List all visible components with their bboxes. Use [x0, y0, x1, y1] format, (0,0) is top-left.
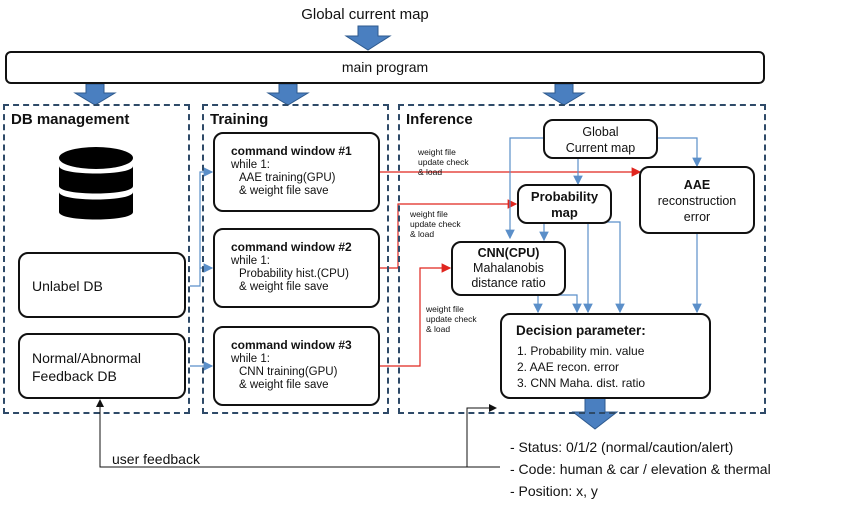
- cnn-label-1: CNN(CPU): [477, 246, 540, 260]
- global-current-map-box: Global Current map: [543, 119, 658, 159]
- training-title: Training: [210, 111, 269, 128]
- unlabel-db-label: Unlabel DB: [32, 278, 103, 294]
- global-label-1: Global: [582, 125, 619, 139]
- block-arrow-inference: [542, 83, 586, 106]
- weight-note-2: weight file update check & load: [410, 209, 461, 239]
- main-program-bar: main program: [5, 51, 765, 84]
- aae-label-1: AAE: [683, 178, 711, 192]
- cnn-box: CNN(CPU) Mahalanobis distance ratio: [451, 241, 566, 296]
- cw3-title: command window #3: [231, 338, 352, 352]
- decision-item-2: 2. AAE recon. error: [517, 360, 620, 374]
- decision-parameter-box: Decision parameter: 1. Probability min. …: [500, 313, 711, 399]
- database-icon: [59, 147, 133, 220]
- command-window-3: command window #3 while 1: CNN training(…: [213, 326, 380, 406]
- output-list: - Status: 0/1/2 (normal/caution/alert) -…: [510, 436, 771, 502]
- cw3-line3: & weight file save: [239, 379, 329, 391]
- training-panel: [202, 104, 389, 414]
- cw1-line2: AAE training(GPU): [239, 172, 336, 184]
- feedback-db-label-2: Feedback DB: [32, 368, 117, 384]
- decision-item-1: 1. Probability min. value: [517, 344, 645, 358]
- cw2-line2: Probability hist.(CPU): [239, 268, 349, 280]
- block-arrow-training: [266, 83, 310, 106]
- main-program-label: main program: [341, 59, 429, 75]
- prob-label-1: Probability: [530, 189, 599, 204]
- feedback-db-label-1: Normal/Abnormal: [32, 350, 141, 366]
- cw1-line3: & weight file save: [239, 185, 329, 197]
- command-window-1: command window #1 while 1: AAE training(…: [213, 132, 380, 212]
- decision-item-3: 3. CNN Maha. dist. ratio: [517, 376, 646, 390]
- probability-map-box: Probability map: [517, 184, 612, 224]
- command-window-2: command window #2 while 1: Probability h…: [213, 228, 380, 308]
- cnn-label-2: Mahalanobis: [473, 261, 544, 275]
- output-position: - Position: x, y: [510, 483, 598, 499]
- cw1-title: command window #1: [231, 144, 352, 158]
- inference-title: Inference: [406, 111, 473, 128]
- global-label-2: Current map: [565, 141, 636, 155]
- db-management-panel: [3, 104, 190, 414]
- aae-label-3: error: [683, 210, 711, 224]
- block-arrow-top: [344, 25, 392, 51]
- aae-box: AAE reconstruction error: [639, 166, 755, 234]
- db-management-title: DB management: [11, 111, 130, 128]
- output-code: - Code: human & car / elevation & therma…: [510, 461, 771, 477]
- cw2-line3: & weight file save: [239, 281, 329, 293]
- output-status: - Status: 0/1/2 (normal/caution/alert): [510, 439, 734, 455]
- top-label: Global current map: [301, 6, 429, 23]
- decision-title: Decision parameter:: [516, 323, 646, 338]
- cw3-line2: CNN training(GPU): [239, 366, 338, 378]
- user-feedback-label: user feedback: [112, 451, 200, 467]
- cw2-line1: while 1:: [231, 255, 270, 267]
- cw2-title: command window #2: [231, 240, 352, 254]
- prob-label-2: map: [551, 205, 578, 220]
- cw3-line1: while 1:: [231, 353, 270, 365]
- cnn-label-3: distance ratio: [471, 276, 546, 290]
- cw1-line1: while 1:: [231, 159, 270, 171]
- block-arrow-db: [73, 83, 117, 106]
- feedback-db-box: Normal/Abnormal Feedback DB: [18, 333, 186, 399]
- weight-note-3: weight file update check & load: [426, 304, 477, 334]
- weight-note-1: weight file update check & load: [418, 147, 469, 177]
- unlabel-db-box: Unlabel DB: [18, 252, 186, 318]
- aae-label-2: reconstruction: [657, 194, 737, 208]
- inference-panel: [398, 104, 766, 414]
